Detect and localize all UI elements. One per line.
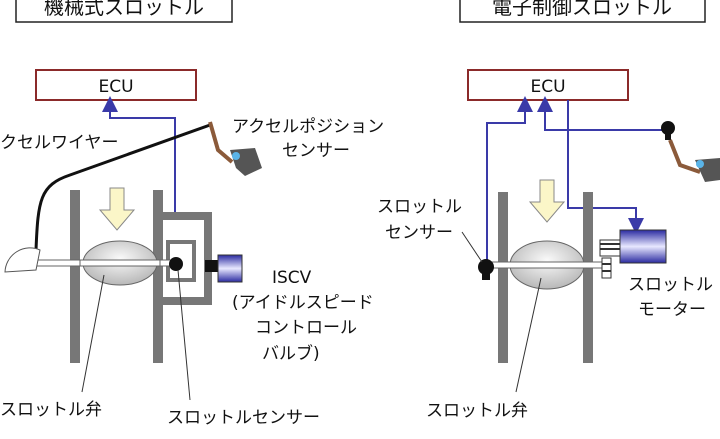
left-bore-wall bbox=[70, 190, 80, 363]
electronic-throttle-section: 電子制御スロットル ECU スロットル セ bbox=[377, 0, 720, 421]
right-title-box bbox=[459, 0, 706, 23]
iscv-motor-icon bbox=[217, 254, 243, 283]
right-throttle-shaft bbox=[489, 261, 609, 269]
right-title: 電子制御スロットル bbox=[492, 0, 672, 19]
accel-position-sensor-label-2: センサー bbox=[282, 141, 350, 161]
leader-line bbox=[177, 269, 191, 401]
accel-wire bbox=[34, 123, 211, 251]
left-title-box bbox=[15, 0, 233, 23]
right-ecu-label: ECU bbox=[530, 77, 565, 97]
accel-wire-label: クセルワイヤー bbox=[0, 133, 119, 153]
right-bore-wall bbox=[498, 192, 508, 363]
throttle-cam-icon bbox=[4, 247, 41, 273]
left-ecu-box bbox=[35, 69, 197, 101]
iscv-desc-1: (アイドルスピード bbox=[232, 293, 374, 313]
throttle-motor-label-1: スロットル bbox=[628, 275, 713, 295]
right-throttle-sensor-label-1: スロットル bbox=[377, 197, 462, 217]
left-throttle-sensor-label: スロットルセンサー bbox=[167, 408, 320, 428]
iscv-desc-2: コントロール bbox=[255, 318, 357, 338]
pedal-sensor-signal-line bbox=[537, 96, 668, 131]
airflow-arrow-icon bbox=[98, 187, 136, 231]
iscv-label: ISCV bbox=[272, 268, 312, 288]
left-throttle-sensor-icon bbox=[169, 257, 183, 271]
right-throttle-sensor-label-2: センサー bbox=[385, 223, 453, 243]
leader-line bbox=[515, 277, 542, 393]
left-title: 機械式スロットル bbox=[44, 0, 204, 19]
right-throttle-valve-label: スロットル弁 bbox=[426, 401, 528, 421]
left-throttle-valve-label: スロットル弁 bbox=[0, 400, 102, 420]
accel-pedal-icon bbox=[208, 121, 262, 176]
leader-line bbox=[461, 231, 483, 263]
right-bore-wall bbox=[583, 192, 593, 363]
gear-icon bbox=[599, 239, 621, 279]
accel-pedal-sensor-icon bbox=[661, 121, 720, 182]
throttle-motor-label-2: モーター bbox=[638, 300, 706, 320]
leader-line bbox=[81, 274, 105, 393]
accel-position-sensor-label-1: アクセルポジション bbox=[232, 117, 384, 137]
left-sensor-signal-line bbox=[102, 96, 176, 265]
iscv-desc-3: バルブ) bbox=[262, 343, 320, 364]
throttle-sensor-signal-line bbox=[486, 96, 533, 265]
right-throttle-sensor-icon bbox=[478, 259, 494, 275]
motor-control-line bbox=[567, 100, 644, 234]
throttle-motor-icon bbox=[619, 229, 667, 264]
left-ecu-label: ECU bbox=[98, 77, 133, 97]
right-ecu-box bbox=[467, 69, 629, 101]
mechanical-throttle-section: 機械式スロットル ECU クセルワイヤー アクセルポジ bbox=[0, 0, 384, 428]
airflow-arrow-icon bbox=[528, 179, 566, 223]
